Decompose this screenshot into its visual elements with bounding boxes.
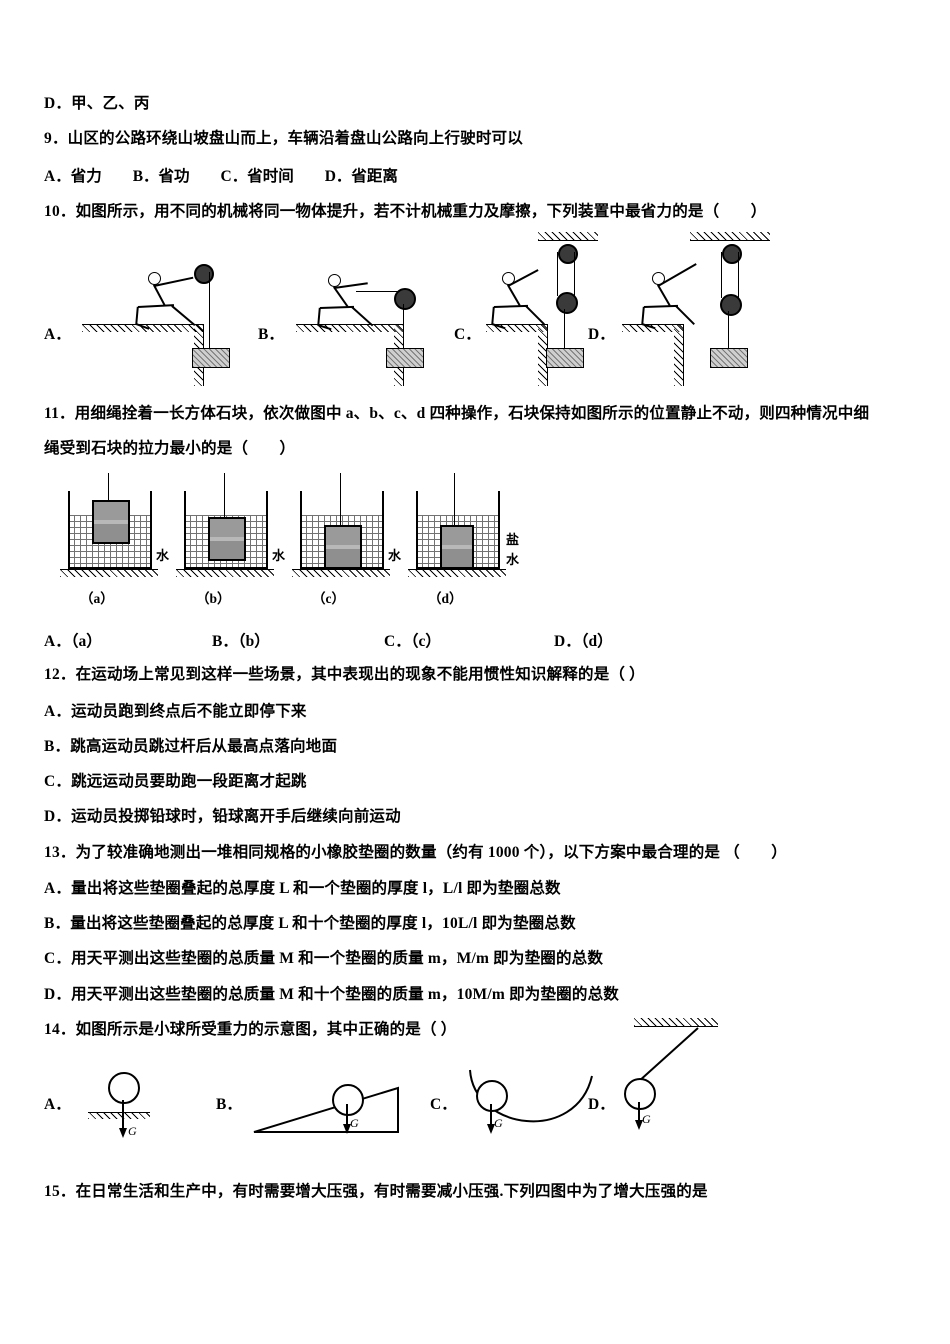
fig11-caption-b: （b） xyxy=(196,591,231,607)
fig11-liquid-label-b: 水 xyxy=(272,548,286,564)
fig10-pulley-b xyxy=(394,287,416,310)
fig14-string-d xyxy=(637,1027,699,1083)
answer-option-d-prev: D．甲、乙、丙 xyxy=(44,95,150,112)
fig11-stone-c xyxy=(324,525,362,570)
fig10-pulley-c-fixed xyxy=(558,243,578,264)
fig14-gravity-label-c: G xyxy=(494,1116,503,1130)
question-12-option-d: D．运动员投掷铅球时，铅球离开手后继续向前运动 xyxy=(44,808,401,826)
fig10-diagram-d xyxy=(622,231,792,386)
fig14-arrowhead-a xyxy=(119,1128,127,1138)
fig10-label-a: A． xyxy=(44,325,71,343)
fig11-stone-d xyxy=(440,525,474,570)
fig11-liquid-label-d-water: 水 xyxy=(506,552,520,568)
fig14-gravity-label-b: G xyxy=(350,1116,359,1130)
question-11-figure: 水 （a） 水 （b） 水 xyxy=(44,473,906,606)
question-15-stem: 15．在日常生活和生产中，有时需要增大压强，有时需要减小压强.下列四图中为了增大… xyxy=(44,1183,708,1200)
question-11-option-c: C．（c） xyxy=(384,633,441,651)
fig11-caption-c: （c） xyxy=(312,591,345,607)
fig10-diagram-c xyxy=(486,231,656,386)
fig14-arrowhead-d xyxy=(635,1120,643,1130)
question-12-stem: 12．在运动场上常见到这样一些场景，其中表现出的现象不能用惯性知识解释的是（ ） xyxy=(44,666,645,684)
fig14-label-c: C． xyxy=(430,1096,457,1113)
fig14-label-d: D． xyxy=(588,1096,615,1113)
question-12-option-c: C．跳远运动员要助跑一段距离才起跳 xyxy=(44,773,307,790)
fig11-liquid-label-d-salt: 盐 xyxy=(506,532,520,548)
fig14-label-b: B． xyxy=(216,1096,242,1113)
document-content: D．甲、乙、丙 9．山区的公路环绕山坡盘山而上，车辆沿着盘山公路向上行驶时可以 … xyxy=(44,92,906,1216)
question-11-stem-line1: 11．用细绳拴着一长方体石块，依次做图中 a、b、c、d 四种操作，石块保持如图… xyxy=(44,404,870,422)
fig10-block-d xyxy=(710,347,748,368)
fig10-block-c xyxy=(546,347,584,368)
question-13-option-d: D．用天平测出这些垫圈的总质量 M 和十个垫圈的质量 m，10M/m 即为垫圈的… xyxy=(44,985,619,1003)
fig14-ball-b xyxy=(332,1084,364,1116)
fig14-arrowhead-c xyxy=(487,1124,495,1134)
fig11-caption-d: （d） xyxy=(428,591,463,607)
fig14-gravity-label-d: G xyxy=(642,1112,651,1126)
fig14-ball-c xyxy=(476,1080,508,1112)
question-12-option-b: B．跳高运动员跳过杆后从最高点落向地面 xyxy=(44,737,338,755)
question-9-options: A．省力 B．省功 C．省时间 D．省距离 xyxy=(44,167,398,185)
fig14-arrowhead-b xyxy=(343,1124,351,1134)
question-13-option-c: C．用天平测出这些垫圈的总质量 M 和一个垫圈的质量 m，M/m 即为垫圈的总数 xyxy=(44,950,604,968)
fig11-stone-a xyxy=(92,500,130,545)
fig10-diagram-a xyxy=(82,236,252,386)
fig10-pulley-d-movable xyxy=(720,293,742,316)
question-11-option-b: B．（b） xyxy=(212,633,270,651)
question-11-stem-line2: 绳受到石块的拉力最小的是（ ） xyxy=(44,440,296,457)
fig10-pulley-d-fixed xyxy=(722,243,742,264)
fig11-liquid-label-c: 水 xyxy=(388,548,402,564)
fig10-label-d: D． xyxy=(588,325,615,343)
question-13-option-b: B．量出将这些垫圈叠起的总厚度 L 和十个垫圈的厚度 l，10L/l 即为垫圈总… xyxy=(44,915,576,932)
question-14-stem: 14．如图所示是小球所受重力的示意图，其中正确的是（ ） xyxy=(44,1020,457,1038)
fig10-block-b xyxy=(386,347,424,368)
question-14-figure: A． G B． xyxy=(44,1018,906,1150)
question-10-figure: A． xyxy=(44,231,906,386)
fig14-ball-d xyxy=(624,1078,656,1110)
question-11-option-a: A．（a） xyxy=(44,633,102,651)
fig11-caption-a: （a） xyxy=(80,591,114,607)
fig10-pulley-c-movable xyxy=(556,291,578,314)
fig14-label-a: A． xyxy=(44,1096,71,1113)
fig10-diagram-b xyxy=(296,236,466,386)
fig11-liquid-label-a: 水 xyxy=(156,548,170,564)
fig10-label-b: B． xyxy=(258,325,284,343)
question-10-stem: 10．如图所示，用不同的机械将同一物体提升，若不计机械重力及摩擦，下列装置中最省… xyxy=(44,202,767,220)
fig14-ball-a xyxy=(108,1072,140,1104)
question-13-option-a: A．量出将这些垫圈叠起的总厚度 L 和一个垫圈的厚度 l，L/l 即为垫圈总数 xyxy=(44,879,561,897)
fig14-gravity-label-a: G xyxy=(128,1124,137,1138)
question-11-options: A．（a） B．（b） C．（c） D．（d） xyxy=(44,629,906,651)
fig14-incline-b xyxy=(253,1086,399,1133)
fig14-bowl-c xyxy=(469,1069,593,1123)
fig10-block-a xyxy=(192,347,230,368)
question-12-option-a: A．运动员跑到终点后不能立即停下来 xyxy=(44,702,307,720)
question-9-stem: 9．山区的公路环绕山坡盘山而上，车辆沿着盘山公路向上行驶时可以 xyxy=(44,130,523,148)
question-13-stem: 13．为了较准确地测出一堆相同规格的小橡胶垫圈的数量（约有 1000 个），以下… xyxy=(44,843,787,861)
question-11-option-d: D．（d） xyxy=(554,633,613,651)
fig11-stone-b xyxy=(208,517,246,562)
fig10-pulley-a xyxy=(194,263,214,284)
fig10-label-c: C． xyxy=(454,325,481,343)
